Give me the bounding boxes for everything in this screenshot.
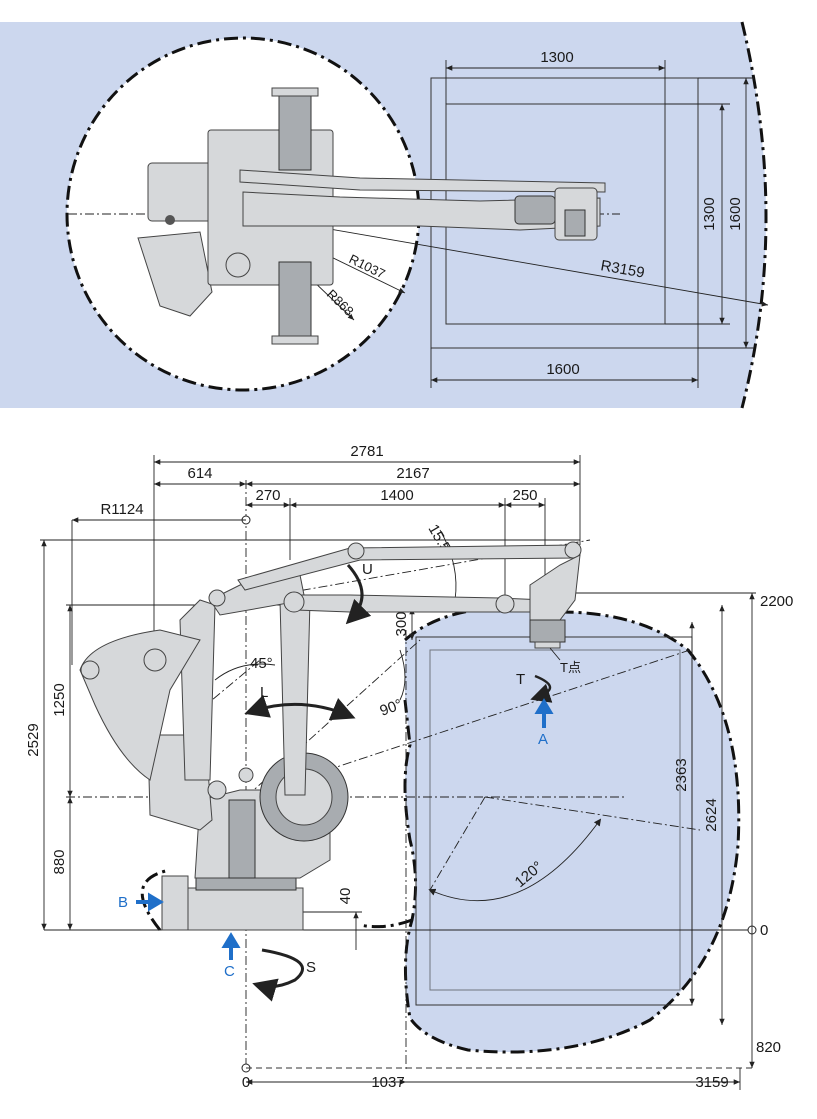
robot-top [137, 87, 606, 345]
dim-1400: 1400 [380, 487, 413, 504]
dim-614: 614 [187, 465, 212, 482]
axis-s: S [306, 959, 316, 976]
axis-u: U [362, 561, 373, 578]
svg-text:A: A [538, 731, 548, 748]
svg-text:C: C [224, 963, 235, 980]
dim-1300-top: 1300 [540, 49, 573, 66]
dim-270: 270 [255, 487, 280, 504]
t-point-label: T点 [560, 660, 581, 675]
angle-45: 45° [250, 655, 273, 672]
dim-r1124: R1124 [100, 501, 143, 518]
axis-x-0: 0 [242, 1074, 250, 1091]
dim-2624: 2624 [703, 798, 720, 831]
dim-1300-right: 1300 [701, 197, 718, 230]
dim-250: 250 [512, 487, 537, 504]
axis-y-820: 820 [756, 1039, 781, 1056]
dim-2781: 2781 [350, 443, 383, 460]
top-view: 1300 1600 1300 1600 R3159 R1037 R868 [0, 21, 769, 409]
svg-text:B: B [118, 894, 128, 911]
axis-l: L [260, 684, 268, 701]
dim-1600-bottom: 1600 [546, 361, 579, 378]
arrow-c: C [221, 932, 241, 980]
dim-2167: 2167 [396, 465, 429, 482]
dim-1250: 1250 [51, 683, 68, 716]
axis-x-3159: 3159 [695, 1074, 728, 1091]
dim-2529: 2529 [25, 723, 42, 756]
angle-90: 90° [378, 696, 405, 720]
arrow-a: A [534, 698, 554, 748]
arrow-b: B [118, 892, 164, 912]
dim-1600-right: 1600 [727, 197, 744, 230]
dim-40: 40 [337, 888, 354, 905]
dim-880: 880 [51, 849, 68, 874]
axis-y-0: 0 [760, 922, 768, 939]
dim-300: 300 [393, 611, 410, 636]
top-outer-envelope [740, 21, 768, 409]
axis-x-1037: 1037 [371, 1074, 404, 1091]
axis-y-2200: 2200 [760, 593, 793, 610]
side-view: 2781 614 2167 270 1400 250 R1124 2529 12… [25, 443, 793, 1091]
robot-side [79, 541, 582, 931]
axis-t: T [516, 671, 525, 688]
dim-2363: 2363 [673, 758, 690, 791]
